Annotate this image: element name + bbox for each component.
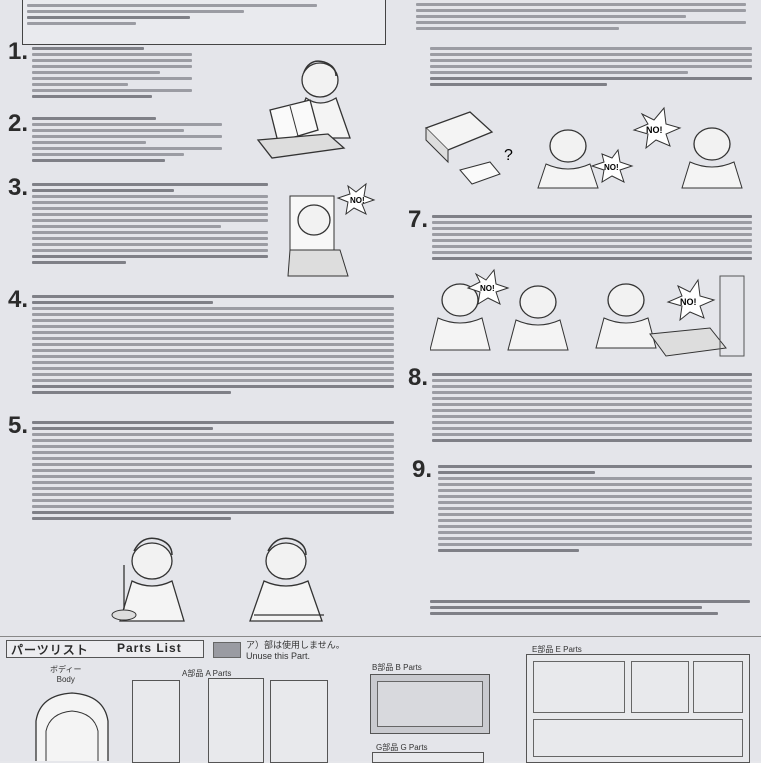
man-thinking-illustration: [249, 537, 324, 622]
step-8-text: [432, 370, 752, 445]
no-burst-text: NO!: [350, 196, 365, 205]
step-1-text: [32, 44, 192, 101]
a-parts-sprue-1: [132, 680, 180, 763]
g-parts-label: G部品 G Parts: [376, 743, 428, 752]
unuse-note-en: Unuse this Part.: [246, 651, 311, 661]
a-parts-sprue-3: [270, 680, 328, 763]
step-2-text: [32, 114, 222, 165]
step-5-text: [32, 418, 394, 523]
reading-man-illustration: [256, 60, 351, 159]
body-label-en: Body: [56, 675, 75, 684]
step-8-number: 8.: [408, 364, 429, 391]
intro-text-right: [412, 0, 750, 40]
step-7-text: [432, 212, 752, 263]
step-6-text: [430, 44, 752, 89]
step-3-number: 3.: [8, 174, 29, 201]
no-burst-text-3: NO!: [646, 125, 663, 135]
step-1-number: 1.: [8, 38, 29, 65]
body-label-jp: ボディー: [50, 665, 82, 674]
parts-list-header: パーツリスト Parts List: [6, 640, 204, 658]
unused-part-swatch: [213, 642, 241, 658]
a-parts-sprue-2: [208, 678, 264, 763]
e-parts-sprue: [526, 654, 750, 763]
step-7-number: 7.: [408, 206, 429, 233]
no-burst-text-4: NO!: [480, 284, 495, 293]
parts-box-comic-illustration: ? NO! NO!: [424, 106, 743, 189]
no-burst-text-5: NO!: [680, 297, 697, 307]
step-2-number: 2.: [8, 110, 29, 137]
b-parts-label: B部品 B Parts: [372, 663, 422, 672]
question-mark-icon: ?: [504, 147, 513, 164]
e-parts-label: E部品 E Parts: [532, 645, 582, 654]
frustrated-builders-illustration: NO! NO!: [430, 268, 745, 357]
unuse-note: ア）部は使用しません。 Unuse this Part.: [246, 640, 345, 662]
intro-text-box: [22, 0, 386, 45]
body-part-drawing: [35, 692, 109, 761]
body-label: ボディー Body: [50, 664, 81, 684]
b-parts-sprue: [370, 674, 490, 734]
step-4-number: 4.: [8, 286, 29, 313]
step-4-text: [32, 292, 394, 397]
unuse-note-jp: ア）部は使用しません。: [246, 640, 345, 650]
g-parts-sprue: [372, 752, 484, 763]
frustrated-man-illustration: NO!: [287, 182, 376, 277]
no-burst-text-2: NO!: [604, 163, 619, 172]
parts-list-title-en: Parts List: [117, 641, 182, 655]
step-3-text: [32, 180, 268, 267]
parts-list-title-jp: パーツリスト: [11, 643, 89, 657]
step-5-number: 5.: [8, 412, 29, 439]
notes-text: [430, 597, 750, 618]
a-parts-label: A部品 A Parts: [182, 669, 232, 678]
step-9-text: [438, 462, 752, 555]
man-painting-illustration: [111, 537, 185, 622]
step-9-number: 9.: [412, 456, 433, 483]
parts-divider: [0, 636, 761, 637]
